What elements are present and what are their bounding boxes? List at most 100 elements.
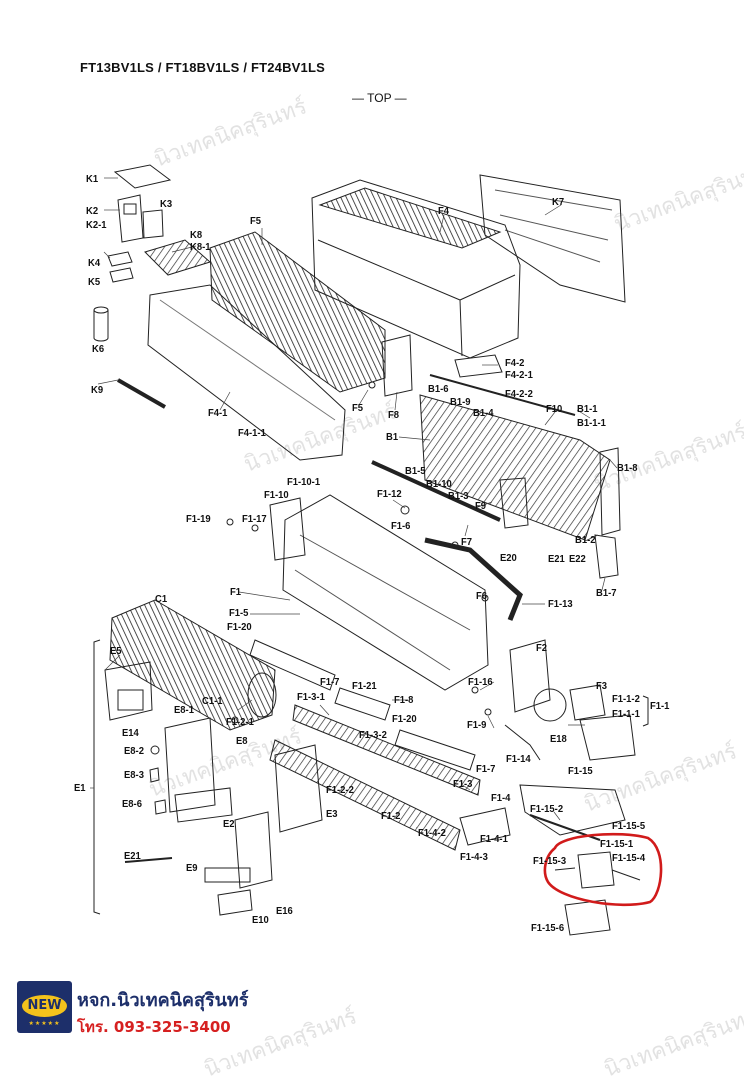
part-label: K6: [92, 343, 105, 355]
part-label: F1-6: [391, 520, 411, 532]
part-label: F4-1: [208, 407, 228, 419]
part-label: F1-15-5: [612, 820, 646, 832]
part-label: K8-1: [190, 241, 211, 253]
part-label: K8: [190, 229, 203, 241]
drain-rail-part: [371, 460, 501, 522]
part-label: B1-2: [575, 534, 596, 546]
part-label: F1-5: [229, 607, 249, 619]
part-label: E9: [186, 862, 198, 874]
part-label: F1-4-3: [460, 851, 488, 863]
display-panel-part: [381, 334, 413, 397]
front-panel-part: [147, 284, 346, 461]
filter-part: [144, 239, 211, 276]
part-label: F1-15: [568, 765, 593, 777]
part-label: F1-9: [467, 719, 487, 731]
logo-stars: ★★★★★: [28, 1021, 61, 1027]
part-label: F1-16: [468, 676, 493, 688]
part-label: F1-19: [186, 513, 211, 525]
part-label: B1-5: [405, 465, 426, 477]
part-label: K5: [88, 276, 101, 288]
terminal-box-part: [234, 811, 273, 889]
part-label: B1-1: [577, 403, 598, 415]
part-label: F1-12: [377, 488, 402, 500]
part-label: E10: [252, 914, 269, 926]
part-label: C1: [155, 593, 168, 605]
heat-exchanger-part: [419, 394, 611, 541]
part-label: F2: [536, 642, 548, 654]
part-label: F1-20: [392, 713, 417, 725]
part-label: F1-1-2: [612, 693, 640, 705]
part-label: F3: [596, 680, 608, 692]
swing-motor-part: [577, 851, 615, 889]
model-title: FT13BV1LS / FT18BV1LS / FT24BV1LS: [80, 60, 325, 75]
part-label: F6: [476, 590, 488, 602]
highlight-circle: [543, 832, 663, 907]
battery-part: [93, 306, 109, 314]
main-frame-part: [282, 494, 489, 691]
electric-box-cover-part: [104, 661, 153, 721]
part-label: F1-15-3: [533, 855, 567, 867]
part-label: F1-2-2: [326, 784, 354, 796]
shop-name: หจก.นิวเทคนิคสุรินทร์: [77, 990, 249, 1011]
front-grille-part: [209, 231, 386, 393]
view-label: — TOP —: [352, 91, 407, 105]
part-label: F5: [352, 402, 364, 414]
part-label: F1-13: [548, 598, 573, 610]
part-label: F1-3-1: [297, 691, 325, 703]
part-label: F4-2-2: [505, 388, 533, 400]
part-label: K1: [86, 173, 99, 185]
hose-part: [117, 378, 166, 409]
shop-logo: NEW ★★★★★: [17, 981, 72, 1033]
part-label: F1-1-1: [612, 708, 640, 720]
part-label: E8-3: [124, 769, 144, 781]
part-label: F1-7: [476, 763, 496, 775]
part-label: B1-8: [617, 462, 638, 474]
part-label: F4: [438, 205, 450, 217]
part-label: E8: [236, 735, 248, 747]
part-label: F4-1-1: [238, 427, 266, 439]
logo-text: NEW: [27, 998, 62, 1013]
part-label: F1-15-6: [531, 922, 565, 934]
part-label: F1-2: [381, 810, 401, 822]
part-label: B1-3: [448, 490, 469, 502]
part-label: E22: [569, 553, 586, 565]
part-label: K4: [88, 257, 101, 269]
part-label: K3: [160, 198, 173, 210]
part-label: F1-14: [506, 753, 531, 765]
part-label: F1-3: [453, 778, 473, 790]
part-label: B1-9: [450, 396, 471, 408]
part-label: E14: [122, 727, 139, 739]
drain-hose-part: [424, 537, 523, 621]
part-label: F1-8: [394, 694, 414, 706]
motor-cover-part: [564, 899, 611, 936]
part-label: E18: [550, 733, 567, 745]
part-label: F1-4: [491, 792, 511, 804]
part-label: B1-6: [428, 383, 449, 395]
part-label: K9: [91, 384, 104, 396]
part-label: E21: [124, 850, 141, 862]
part-label: C1-1: [202, 695, 223, 707]
part-label: K2-1: [86, 219, 107, 231]
part-label: E21: [548, 553, 565, 565]
holder-part: [142, 209, 164, 239]
pcb-part: [164, 717, 216, 813]
part-label: F1-4-1: [480, 833, 508, 845]
part-label: K2: [86, 205, 99, 217]
part-label: F1-7: [320, 676, 340, 688]
flap-part: [292, 704, 481, 796]
part-label: F1-1: [650, 700, 670, 712]
louver-part: [249, 639, 336, 691]
part-label: B1-10: [426, 478, 452, 490]
drain-pan-part: [519, 784, 626, 836]
part-label: F10: [546, 403, 563, 415]
part-label: E20: [500, 552, 517, 564]
part-label: F4-2: [505, 357, 525, 369]
terminal-block-part: [204, 867, 251, 883]
part-label: F1-17: [242, 513, 267, 525]
part-label: B1-1-1: [577, 417, 606, 429]
part-label: F1-20: [227, 621, 252, 633]
part-label: F1: [230, 586, 242, 598]
part-label: E3: [326, 808, 338, 820]
mounting-plate-part: [479, 174, 626, 303]
part-label: E8-2: [124, 745, 144, 757]
